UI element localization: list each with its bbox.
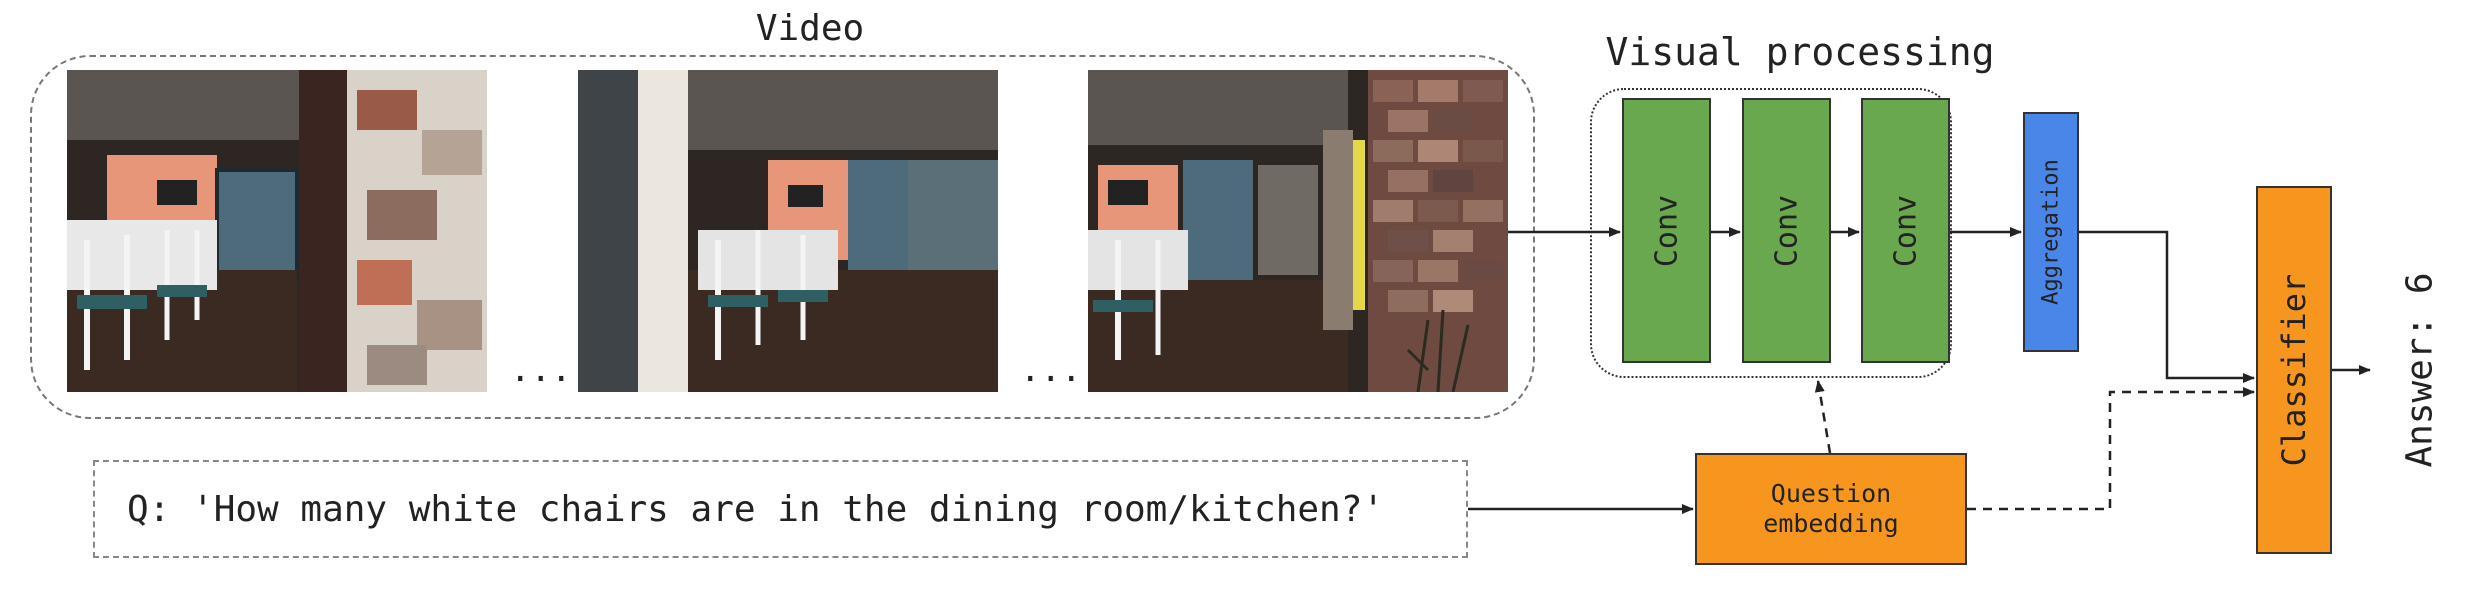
video-frame-2 <box>578 70 998 392</box>
ellipsis-2: ... <box>1020 350 1082 390</box>
conv-block-3: Conv <box>1861 98 1950 363</box>
question-box: Q: 'How many white chairs are in the din… <box>93 460 1468 558</box>
aggregation-label: Aggregation <box>2038 159 2064 305</box>
arrow-aggregation-to-classifier <box>2079 230 2255 383</box>
conv-label-3: Conv <box>1888 194 1923 267</box>
ellipsis-1: ... <box>510 350 572 390</box>
question-embedding-block: Question embedding <box>1695 453 1967 565</box>
visual-processing-title: Visual processing <box>1605 30 1995 74</box>
conv-label-1: Conv <box>1649 194 1684 267</box>
video-title: Video <box>755 8 865 49</box>
arrow-embedding-to-classifier <box>1967 387 2255 511</box>
video-frame-1 <box>67 70 487 392</box>
conv-block-1: Conv <box>1622 98 1711 363</box>
conv-block-2: Conv <box>1742 98 1831 363</box>
answer-text: Answer: 6 <box>2399 272 2441 468</box>
question-embedding-line-2: embedding <box>1763 509 1899 538</box>
question-embedding-line-1: Question <box>1770 479 1892 508</box>
video-frame-3 <box>1088 70 1508 392</box>
answer-container: Answer: 6 <box>2370 250 2470 490</box>
question-text: Q: 'How many white chairs are in the din… <box>127 489 1385 530</box>
arrow-embedding-to-visual <box>1814 380 1832 454</box>
classifier-label: Classifier <box>2275 273 2313 467</box>
classifier-block: Classifier <box>2256 186 2332 554</box>
aggregation-block: Aggregation <box>2023 112 2079 352</box>
conv-label-2: Conv <box>1769 194 1804 267</box>
video-container <box>30 55 1535 419</box>
